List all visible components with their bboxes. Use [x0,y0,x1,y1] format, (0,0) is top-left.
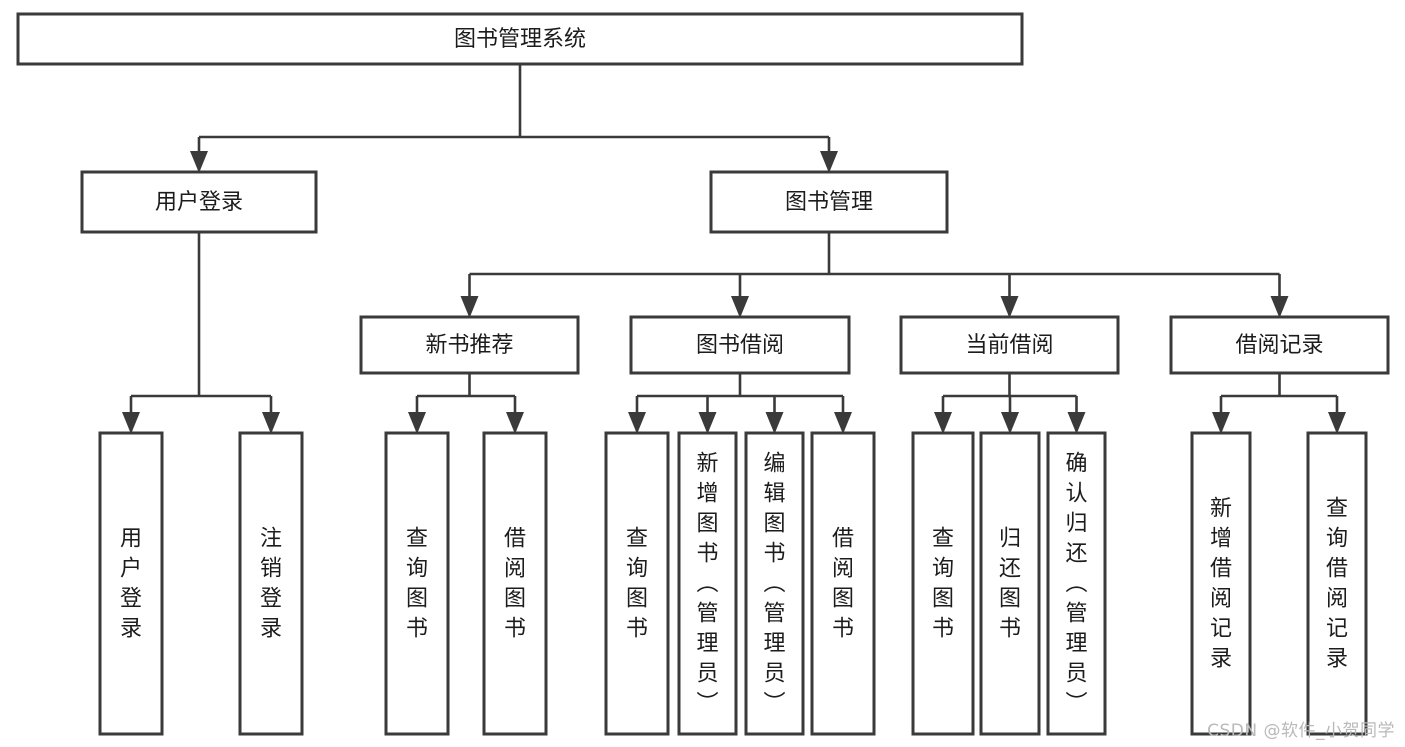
node-leaf-query-book-2[interactable]: 查询图书 [604,431,670,736]
node-leaf-add-record-box[interactable] [1190,431,1252,736]
node-leaf-confirm-return-label: 确认归还︵管理员︶ [1065,452,1087,717]
arrowhead-icon [1270,296,1289,318]
node-current-borrow[interactable]: 当前借阅 [899,315,1120,375]
watermark-text: CSDN @软件_小贺同学 [1207,721,1395,741]
node-book-borrow-box[interactable] [629,315,851,375]
node-leaf-logout-login-box[interactable] [238,431,304,736]
node-leaf-return-book[interactable]: 归还图书 [979,431,1041,736]
arrowhead-icon [698,412,717,434]
node-leaf-query-book-2-box[interactable] [604,431,670,736]
node-leaf-return-book-label: 归还图书 [999,527,1021,642]
arrowhead-icon [1328,412,1346,434]
node-layer: 图书管理系统用户登录图书管理新书推荐图书借阅当前借阅借阅记录用户登录注销登录查询… [16,12,1390,736]
node-borrow-record-label: 借阅记录 [1235,333,1323,358]
node-leaf-add-book-label: 新增图书︵管理员︶ [696,452,718,717]
node-leaf-logout-login-label: 注销登录 [260,527,282,642]
node-borrow-record[interactable]: 借阅记录 [1169,315,1390,375]
node-leaf-add-record-label: 新增借阅记录 [1210,497,1232,672]
arrowhead-icon [1067,412,1086,434]
node-leaf-query-book-1[interactable]: 查询图书 [384,431,450,736]
node-book-borrow-label: 图书借阅 [696,333,784,358]
node-leaf-add-book[interactable]: 新增图书︵管理员︶ [677,431,738,736]
node-leaf-query-book-3-box[interactable] [911,431,975,736]
arrowhead-icon [262,412,280,434]
node-leaf-user-login-box[interactable] [98,431,164,736]
node-leaf-confirm-return-box[interactable] [1046,431,1107,736]
node-leaf-borrow-book-2-label: 借阅图书 [832,527,854,642]
arrowhead-icon [731,296,749,318]
arrowhead-icon [506,412,524,434]
node-new-book-recommend[interactable]: 新书推荐 [359,315,580,375]
node-leaf-user-login-label: 用户登录 [120,527,142,642]
node-leaf-edit-book[interactable]: 编辑图书︵管理员︶ [744,431,805,736]
node-leaf-query-record[interactable]: 查询借阅记录 [1306,431,1368,736]
node-root[interactable]: 图书管理系统 [16,12,1024,66]
node-leaf-borrow-book-1-label: 借阅图书 [504,527,526,642]
arrowhead-icon [122,412,140,434]
node-root-box[interactable] [16,12,1024,66]
node-leaf-user-login[interactable]: 用户登录 [98,431,164,736]
node-leaf-borrow-book-2[interactable]: 借阅图书 [810,431,876,736]
node-leaf-borrow-book-1[interactable]: 借阅图书 [482,431,548,736]
node-book-management-box[interactable] [709,170,949,234]
node-user-login-label: 用户登录 [155,190,243,215]
node-new-book-recommend-box[interactable] [359,315,580,375]
node-leaf-query-book-1-box[interactable] [384,431,450,736]
arrowhead-icon [460,296,479,318]
connector-layer [122,64,1346,434]
node-leaf-confirm-return[interactable]: 确认归还︵管理员︶ [1046,431,1107,736]
node-user-login-box[interactable] [80,170,318,234]
arrowhead-icon [190,151,208,173]
node-root-label: 图书管理系统 [454,27,586,52]
node-book-management[interactable]: 图书管理 [709,170,949,234]
arrowhead-icon [1212,412,1230,434]
node-leaf-borrow-book-2-box[interactable] [810,431,876,736]
node-leaf-query-book-2-label: 查询图书 [626,527,648,642]
node-book-borrow[interactable]: 图书借阅 [629,315,851,375]
node-leaf-query-book-1-label: 查询图书 [406,527,428,642]
node-leaf-add-record[interactable]: 新增借阅记录 [1190,431,1252,736]
arrowhead-icon [408,412,426,434]
arrowhead-icon [934,412,952,434]
node-leaf-query-record-box[interactable] [1306,431,1368,736]
node-leaf-return-book-box[interactable] [979,431,1041,736]
arrowhead-icon [1001,412,1019,434]
node-leaf-query-book-3[interactable]: 查询图书 [911,431,975,736]
node-leaf-query-book-3-label: 查询图书 [932,527,954,642]
node-leaf-query-record-label: 查询借阅记录 [1326,497,1348,672]
node-book-management-label: 图书管理 [785,190,873,215]
node-leaf-edit-book-label: 编辑图书︵管理员︶ [763,452,785,717]
node-user-login[interactable]: 用户登录 [80,170,318,234]
node-current-borrow-label: 当前借阅 [965,333,1053,358]
arrowhead-icon [834,412,852,434]
node-leaf-add-book-box[interactable] [677,431,738,736]
node-new-book-recommend-label: 新书推荐 [425,333,513,358]
arrowhead-icon [1000,296,1019,318]
node-leaf-logout-login[interactable]: 注销登录 [238,431,304,736]
node-leaf-edit-book-box[interactable] [744,431,805,736]
node-current-borrow-box[interactable] [899,315,1120,375]
node-borrow-record-box[interactable] [1169,315,1390,375]
node-leaf-borrow-book-1-box[interactable] [482,431,548,736]
arrowhead-icon [628,412,646,434]
arrowhead-icon [765,412,784,434]
arrowhead-icon [820,151,838,173]
